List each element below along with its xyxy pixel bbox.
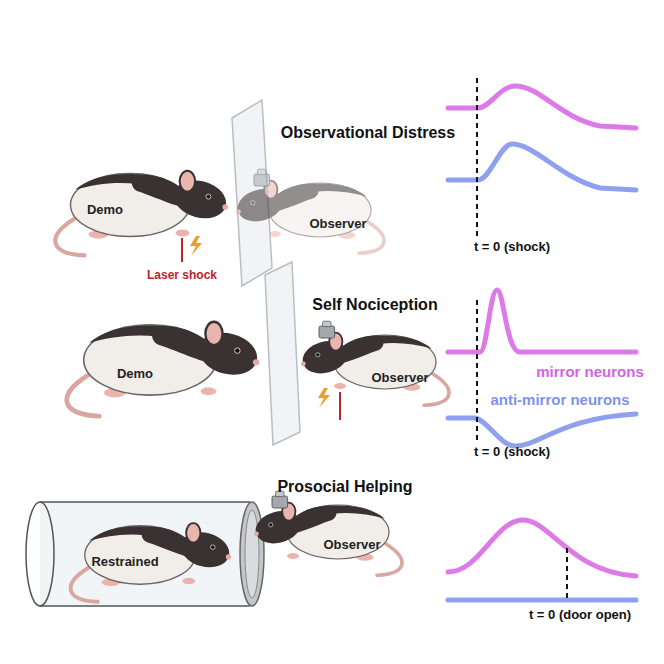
laser-line [339, 392, 341, 420]
observer-rat [252, 491, 402, 575]
rat-label: Demo [117, 367, 153, 382]
demo-rat [55, 171, 230, 256]
laser-line [181, 238, 183, 262]
time-label: t = 0 (door open) [529, 608, 631, 623]
mirror-trace [448, 520, 636, 576]
rat-label: Restrained [91, 555, 158, 570]
rat-label: Observer [371, 371, 428, 386]
anti-mirror-trace [448, 598, 636, 603]
trace-label: mirror neurons [536, 363, 644, 380]
tube-end [26, 502, 54, 606]
shock-bolt [318, 388, 330, 408]
time-label: t = 0 (shock) [474, 445, 550, 460]
observer-rat [234, 169, 384, 253]
restrainer-tube-fill [40, 502, 250, 606]
rat-label: Demo [87, 203, 123, 218]
rat-label: Observer [309, 217, 366, 232]
tube-wall [40, 605, 250, 607]
rat-label: Observer [323, 538, 380, 553]
panel-title: Observational Distress [281, 124, 455, 142]
shock-bolt [190, 236, 202, 256]
panel-title: Prosocial Helping [277, 478, 412, 496]
time-zero-line [476, 78, 478, 236]
glass-pane [265, 262, 300, 445]
head-device [254, 169, 270, 186]
tube-door [240, 502, 264, 606]
observer-rat-body [234, 181, 384, 254]
observer-rat-body [252, 503, 402, 576]
restrained-rat [71, 523, 234, 602]
panel-title: Self Nociception [312, 296, 437, 314]
head-device [319, 321, 335, 338]
tube-wall [40, 501, 250, 503]
time-zero-line [566, 548, 568, 598]
stimulus-label: Laser shock [147, 269, 217, 283]
time-zero-line [476, 300, 478, 440]
trace-label: anti-mirror neurons [490, 391, 629, 408]
time-label: t = 0 (shock) [474, 240, 550, 255]
demo-rat [67, 322, 262, 416]
tube-door-inner [245, 510, 259, 598]
